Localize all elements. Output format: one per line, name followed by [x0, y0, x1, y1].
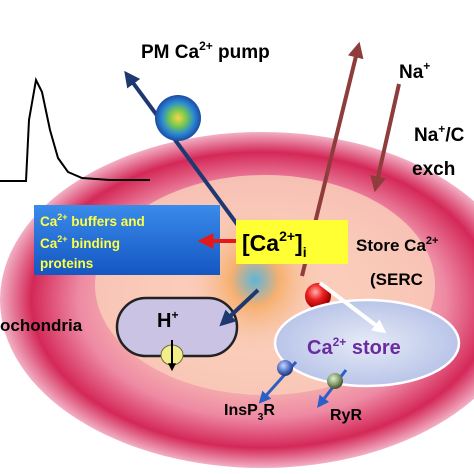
- ryr-channel-icon: [327, 373, 343, 389]
- pm-pump-label: PM Ca2+ pump: [141, 39, 270, 63]
- ryr-label: RyR: [330, 407, 362, 424]
- exchanger-label-line1: Na+/C: [414, 122, 465, 146]
- cytosolic-calcium-box: [236, 220, 348, 264]
- buffers-label-line1: Ca2+ buffers and: [40, 212, 145, 229]
- serca-pump-sphere: [305, 283, 331, 309]
- buffers-box: [34, 205, 220, 275]
- exchanger-sodium-influx-arrow: [370, 83, 401, 193]
- serca-uptake-arrow: [318, 281, 387, 334]
- mitochondria-label: ochondria: [0, 316, 83, 335]
- store-pump-label-line2: (SERC: [370, 270, 423, 289]
- buffers-label-line2: Ca2+ binding: [40, 234, 120, 251]
- proton-label: H+: [157, 308, 178, 332]
- calcium-transient-trace: [0, 76, 150, 182]
- cytosolic-calcium-label: [Ca2+]i: [242, 228, 307, 260]
- calcium-store-label: Ca2+ store: [307, 335, 401, 359]
- insp3r-channel-icon: [277, 360, 293, 376]
- pm-pump-sphere: [155, 95, 201, 141]
- exchanger-label-line2: exch: [412, 159, 455, 180]
- sodium-label: Na+: [399, 59, 430, 83]
- buffers-label-line3: proteins: [40, 256, 93, 271]
- store-pump-label-line1: Store Ca2+: [356, 235, 438, 255]
- insp3r-label: InsP3R: [224, 402, 275, 423]
- mitochondrial-uptake-arrow: [219, 288, 260, 327]
- calcium-store: [273, 298, 461, 388]
